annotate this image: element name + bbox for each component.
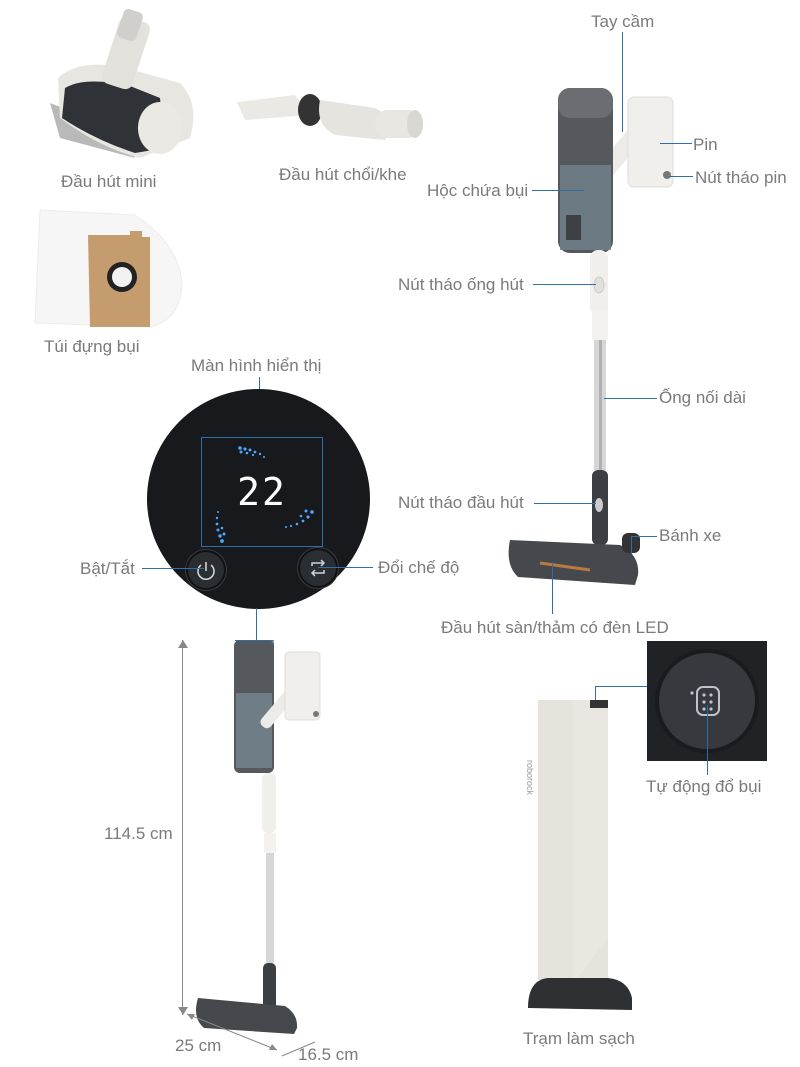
dust-bin-leader-line (532, 190, 584, 191)
depth-label: 16.5 cm (298, 1045, 359, 1064)
power-icon (197, 562, 215, 580)
wheels-label: Bánh xe (659, 526, 722, 545)
tube-release-leader-line (533, 284, 596, 285)
dust-bag-label: Túi đựng bụi (44, 337, 140, 356)
display-reading: 22 (237, 470, 287, 514)
led-arc-icon (200, 440, 325, 545)
auto-empty-leader-line-h (595, 686, 647, 687)
dimension-vacuum-image (190, 638, 330, 1048)
wheels-leader-line-h (631, 536, 657, 537)
battery-leader-line (660, 143, 692, 144)
switch-mode-icon (310, 559, 326, 577)
dust-bag-image (30, 205, 185, 330)
handle-label: Tay cầm (591, 12, 655, 31)
height-label: 114.5 cm (104, 824, 173, 843)
mode-label: Đổi chế độ (378, 558, 460, 577)
battery-label: Pin (693, 135, 718, 154)
brush-crevice-image (235, 90, 425, 160)
mini-head-image (40, 8, 200, 163)
extension-tube-label: Ống nối dài (659, 388, 746, 407)
floor-head-leader-line (552, 562, 553, 614)
auto-empty-leader-line-v (595, 686, 596, 700)
power-button[interactable] (186, 550, 226, 590)
height-dimension-arrow (178, 640, 188, 1015)
display-title: Màn hình hiển thị (191, 356, 322, 375)
handle-leader-line (622, 32, 623, 132)
width-label: 25 cm (175, 1036, 222, 1055)
battery-release-label: Nút tháo pin (695, 168, 787, 187)
power-leader-line (142, 568, 204, 569)
dust-bin-label: Hộc chứa bụi (427, 181, 529, 200)
brush-crevice-label: Đầu hút chổi/khe (279, 165, 407, 184)
power-label: Bật/Tắt (80, 559, 135, 578)
display-highlight-box (201, 437, 323, 547)
mode-leader-line (318, 567, 373, 568)
mini-head-label: Đầu hút mini (61, 172, 157, 191)
depth-dimension-arrow (280, 1040, 320, 1060)
top-highlight-box (235, 640, 273, 641)
floor-head-label: Đầu hút sàn/thảm có đèn LED (441, 618, 669, 637)
station-image (528, 698, 638, 1018)
tube-release-label: Nút tháo ống hút (398, 275, 524, 294)
mode-button[interactable] (298, 548, 338, 588)
auto-empty-icon (690, 686, 720, 716)
station-label: Trạm làm sạch (523, 1029, 635, 1048)
display-to-vacuum-line (256, 608, 257, 640)
auto-empty-label: Tự động đổ bụi (646, 777, 762, 796)
wheels-leader-line-v (631, 536, 632, 554)
main-vacuum-image (500, 85, 680, 595)
width-dimension-arrow (185, 1012, 285, 1052)
extension-tube-leader-line (604, 398, 657, 399)
head-release-label: Nút tháo đầu hút (398, 493, 524, 512)
head-release-leader-line (534, 503, 596, 504)
station-brand: roborock (525, 760, 535, 796)
auto-empty-label-line (707, 705, 708, 775)
battery-release-leader-line (669, 176, 693, 177)
